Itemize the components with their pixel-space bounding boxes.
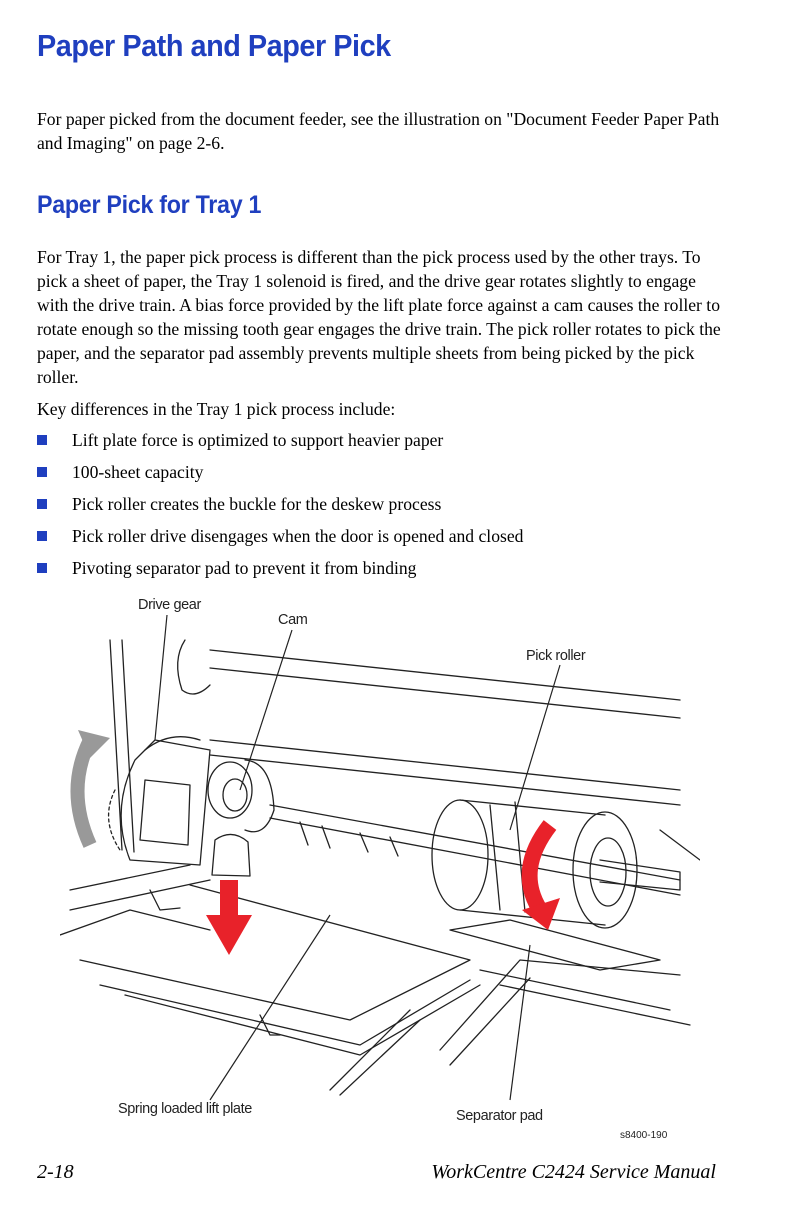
tray1-paragraph: For Tray 1, the paper pick process is di… bbox=[37, 247, 721, 387]
key-differences-intro: Key differences in the Tray 1 pick proce… bbox=[37, 399, 396, 419]
red-rotation-arrow bbox=[521, 820, 557, 915]
list-item: Pick roller creates the buckle for the d… bbox=[37, 492, 523, 524]
list-item-text: 100-sheet capacity bbox=[72, 462, 204, 482]
list-item-text: Pivoting separator pad to prevent it fro… bbox=[72, 558, 417, 578]
list-item-text: Pick roller drive disengages when the do… bbox=[72, 526, 524, 546]
callout-drive-gear: Drive gear bbox=[138, 597, 201, 613]
bullet-square-icon bbox=[37, 499, 47, 509]
list-item: Pivoting separator pad to prevent it fro… bbox=[37, 556, 523, 588]
list-item-text: Lift plate force is optimized to support… bbox=[72, 430, 444, 450]
section-title: Paper Pick for Tray 1 bbox=[37, 191, 262, 219]
list-item-text: Pick roller creates the buckle for the d… bbox=[72, 494, 442, 514]
page-title: Paper Path and Paper Pick bbox=[37, 28, 391, 63]
rotation-arrow-gray bbox=[70, 736, 97, 848]
manual-title: WorkCentre C2424 Service Manual bbox=[431, 1161, 716, 1183]
bullet-square-icon bbox=[37, 563, 47, 573]
callout-separator-pad: Separator pad bbox=[456, 1108, 543, 1124]
callout-cam: Cam bbox=[278, 612, 308, 628]
mechanism-drawing bbox=[60, 614, 700, 1101]
figure-id: s8400-190 bbox=[620, 1130, 668, 1141]
callout-pick-roller: Pick roller bbox=[526, 648, 586, 664]
key-differences-list: Lift plate force is optimized to support… bbox=[37, 428, 523, 588]
red-down-arrow bbox=[206, 880, 252, 955]
page-number: 2-18 bbox=[37, 1161, 74, 1183]
list-item: Lift plate force is optimized to support… bbox=[37, 428, 523, 460]
bullet-square-icon bbox=[37, 467, 47, 477]
callout-spring-loaded-lift-plate: Spring loaded lift plate bbox=[118, 1101, 252, 1117]
tray1-pick-illustration: Drive gear Cam Pick roller Spring loaded… bbox=[60, 590, 700, 1150]
bullet-square-icon bbox=[37, 435, 47, 445]
list-item: 100-sheet capacity bbox=[37, 460, 523, 492]
list-item: Pick roller drive disengages when the do… bbox=[37, 524, 523, 556]
bullet-square-icon bbox=[37, 531, 47, 541]
intro-paragraph: For paper picked from the document feede… bbox=[37, 109, 720, 153]
